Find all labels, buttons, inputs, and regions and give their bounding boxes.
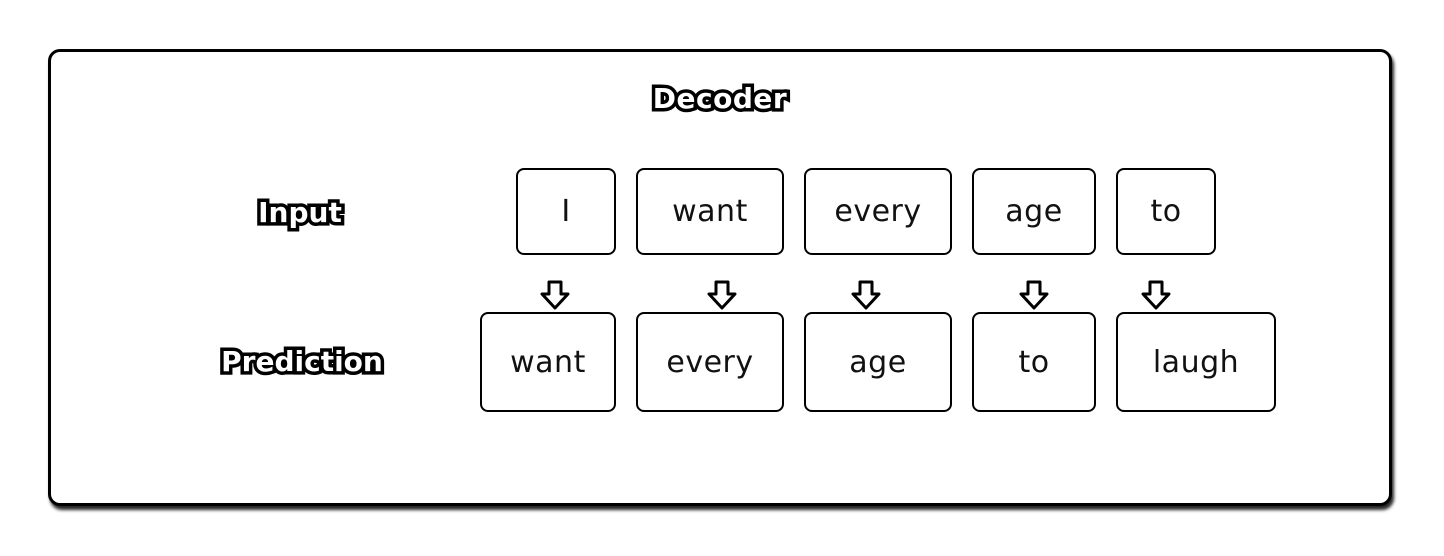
- prediction-token-text: want: [510, 344, 586, 380]
- input-token-text: every: [834, 194, 922, 229]
- diagram-title: Decoder: [649, 81, 790, 116]
- input-token: age: [972, 168, 1096, 255]
- down-arrow-icon: [851, 280, 881, 310]
- input-row-label: Input: [255, 195, 346, 230]
- input-token-text: to: [1150, 194, 1182, 229]
- prediction-token-text: every: [666, 344, 754, 380]
- input-token: every: [804, 168, 952, 255]
- down-arrow-icon: [1019, 280, 1049, 310]
- prediction-token: every: [636, 312, 784, 412]
- input-token-text: want: [672, 194, 748, 229]
- prediction-token-text: laugh: [1152, 344, 1240, 380]
- prediction-token-text: to: [1018, 344, 1050, 380]
- input-token-text: I: [561, 194, 571, 229]
- input-token: I: [516, 168, 616, 255]
- input-token: to: [1116, 168, 1216, 255]
- input-token: want: [636, 168, 784, 255]
- prediction-token: to: [972, 312, 1096, 412]
- prediction-token: age: [804, 312, 952, 412]
- prediction-row-label: Prediction: [218, 344, 387, 379]
- prediction-token: want: [480, 312, 616, 412]
- decoder-panel: [48, 49, 1392, 506]
- down-arrow-icon: [1141, 280, 1171, 310]
- input-token-text: age: [1005, 194, 1063, 229]
- prediction-token-text: age: [849, 344, 907, 380]
- down-arrow-icon: [540, 280, 570, 310]
- prediction-token: laugh: [1116, 312, 1276, 412]
- down-arrow-icon: [707, 280, 737, 310]
